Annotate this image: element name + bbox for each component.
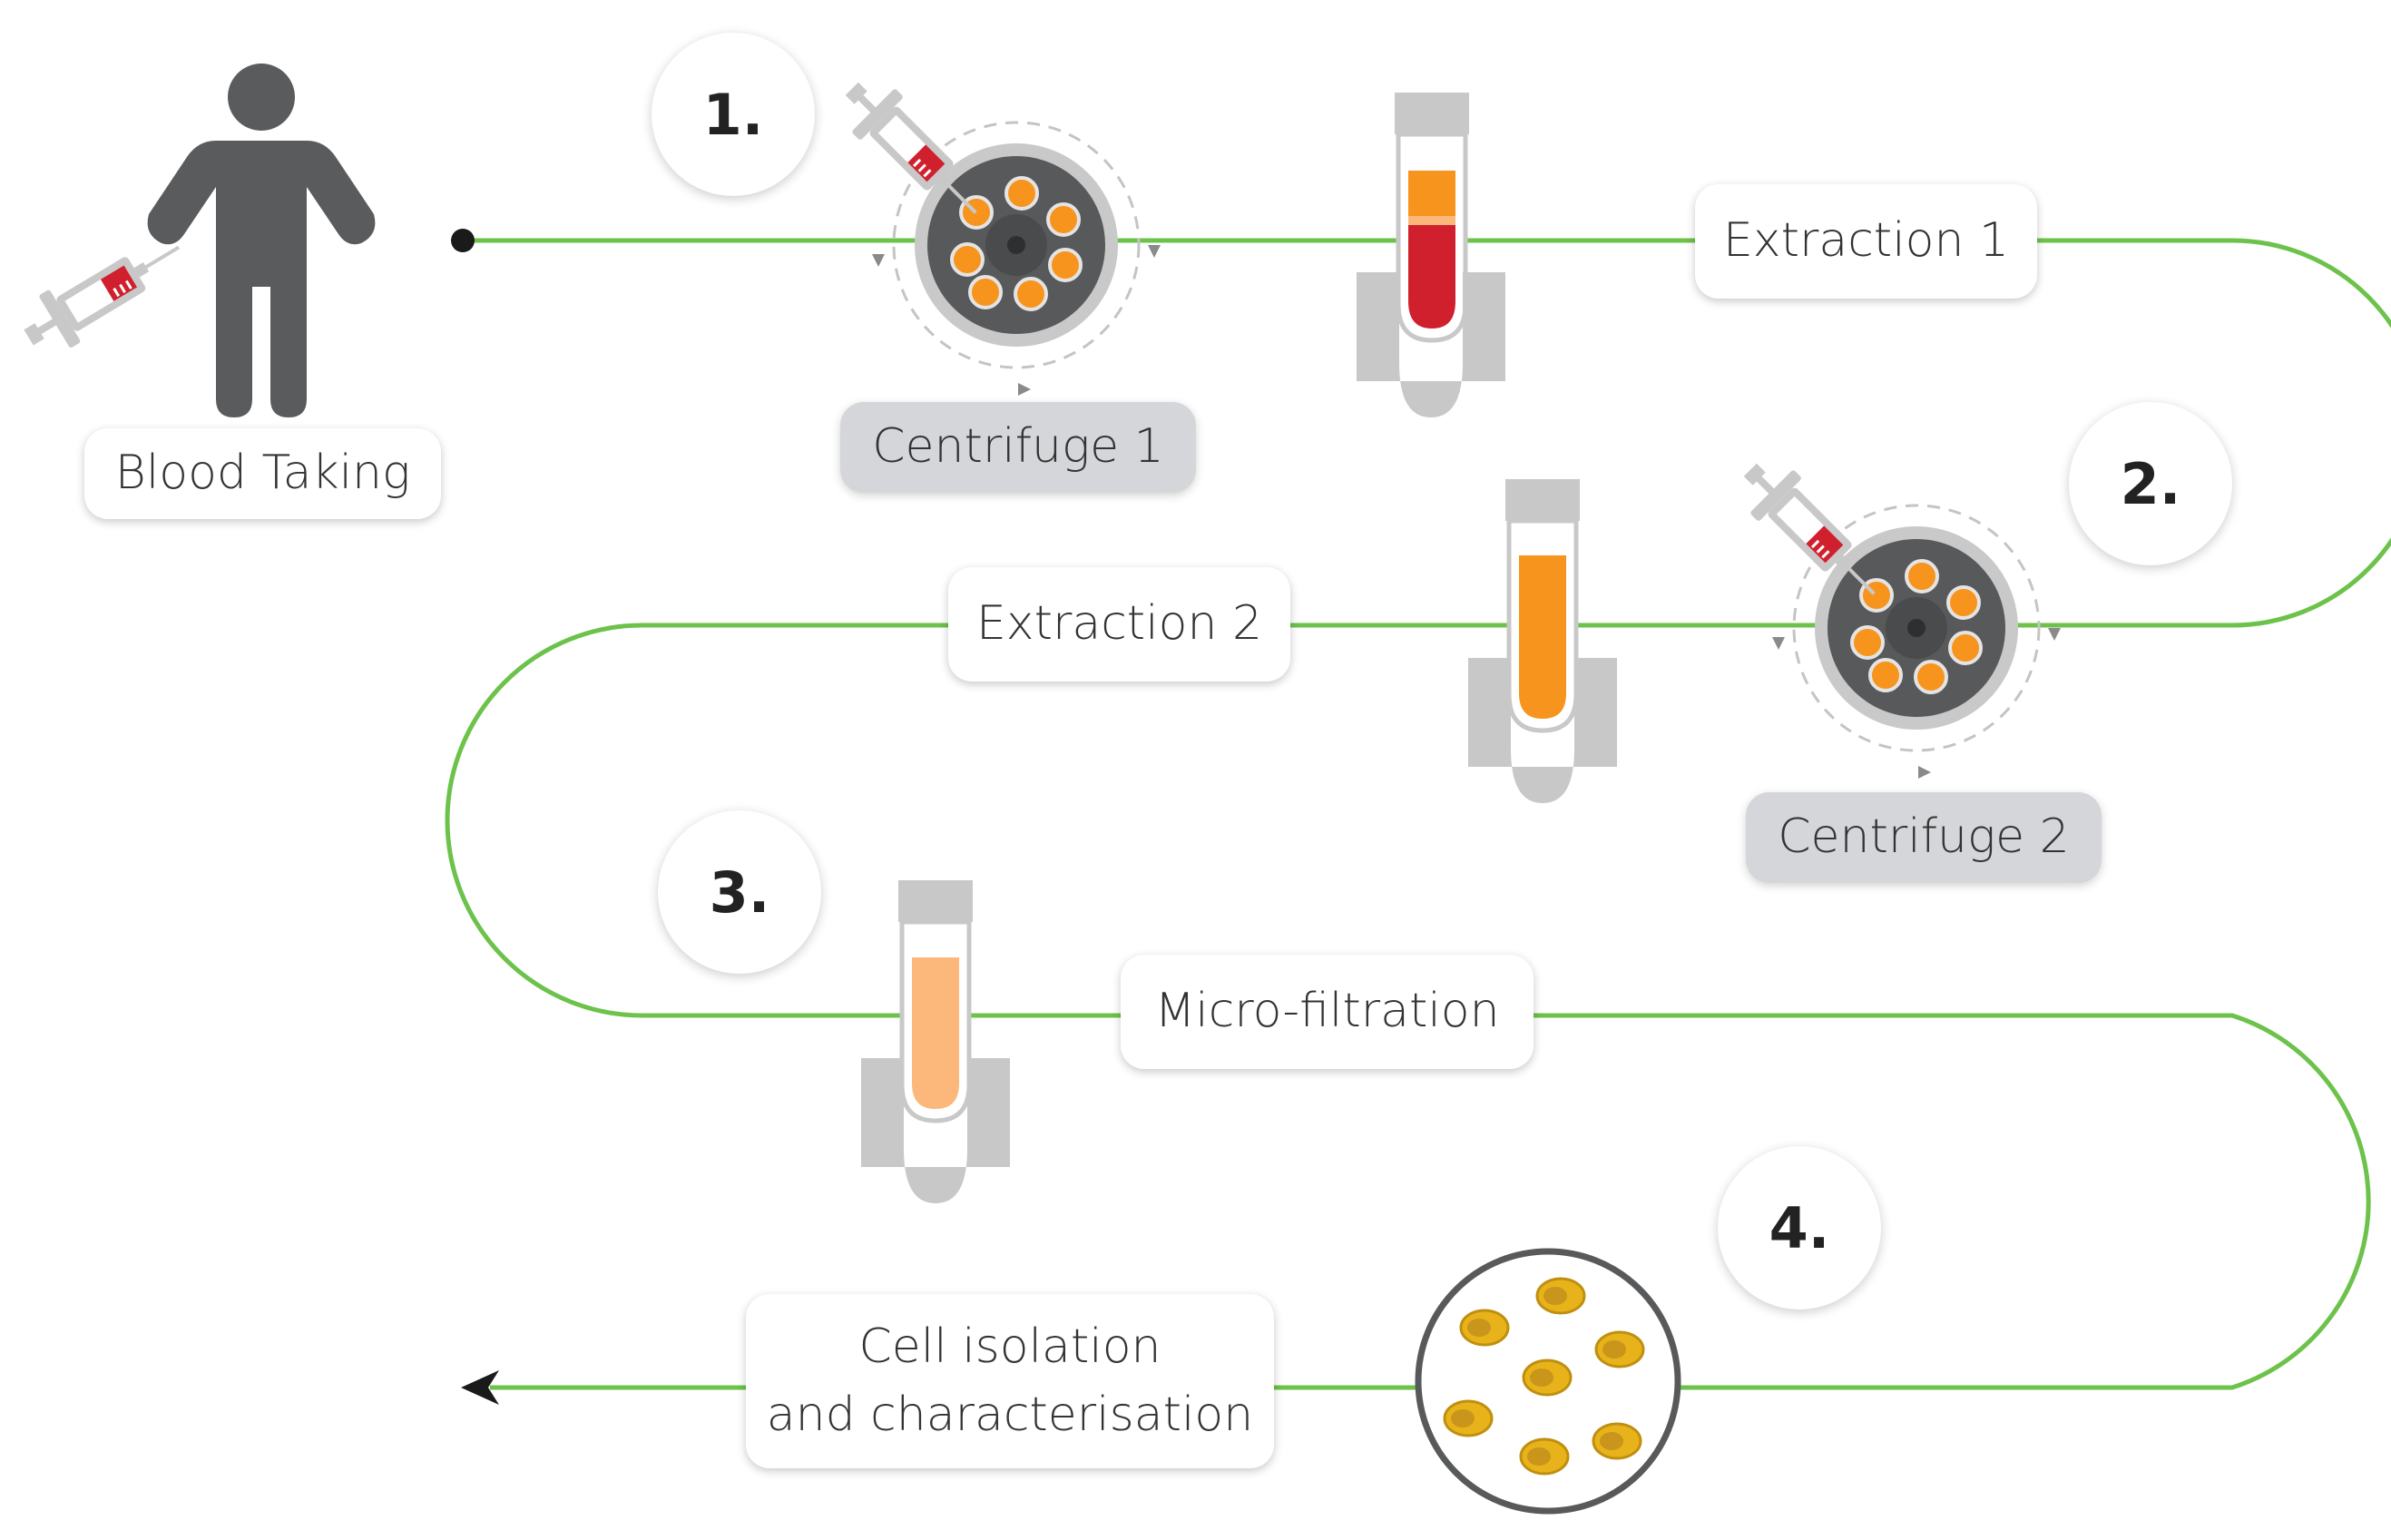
step-number-2: 2. — [2069, 402, 2232, 565]
petri-dish-icon — [1415, 1248, 1681, 1515]
cell-isolation-line-2: and characterisation — [766, 1388, 1254, 1442]
micro-filtration-label: Micro-filtration — [1121, 955, 1534, 1069]
centrifuge-1-label: Centrifuge 1 — [840, 402, 1196, 493]
cell-isolation-label: Cell isolation and characterisation — [746, 1294, 1274, 1468]
test-tube-icon — [1395, 93, 1469, 343]
extraction-2-label: Extraction 2 — [948, 567, 1290, 682]
flow-line — [445, 238, 2391, 1390]
step-number-1: 1. — [652, 33, 815, 196]
person-icon — [147, 64, 376, 417]
test-tube-icon — [898, 880, 973, 1123]
extraction-1-label: Extraction 1 — [1695, 184, 2037, 299]
centrifuge-2-label: Centrifuge 2 — [1746, 792, 2102, 883]
syringe-icon — [829, 66, 998, 235]
step-number-4: 4. — [1718, 1146, 1881, 1309]
start-dot — [451, 229, 475, 252]
syringe-icon — [1728, 447, 1896, 616]
cell-isolation-line-1: Cell isolation — [858, 1319, 1161, 1374]
blood-taking-label: Blood Taking — [84, 428, 441, 519]
arrow-head-icon — [461, 1370, 499, 1405]
step-number-3: 3. — [658, 810, 821, 974]
test-tube-icon — [1505, 479, 1580, 733]
